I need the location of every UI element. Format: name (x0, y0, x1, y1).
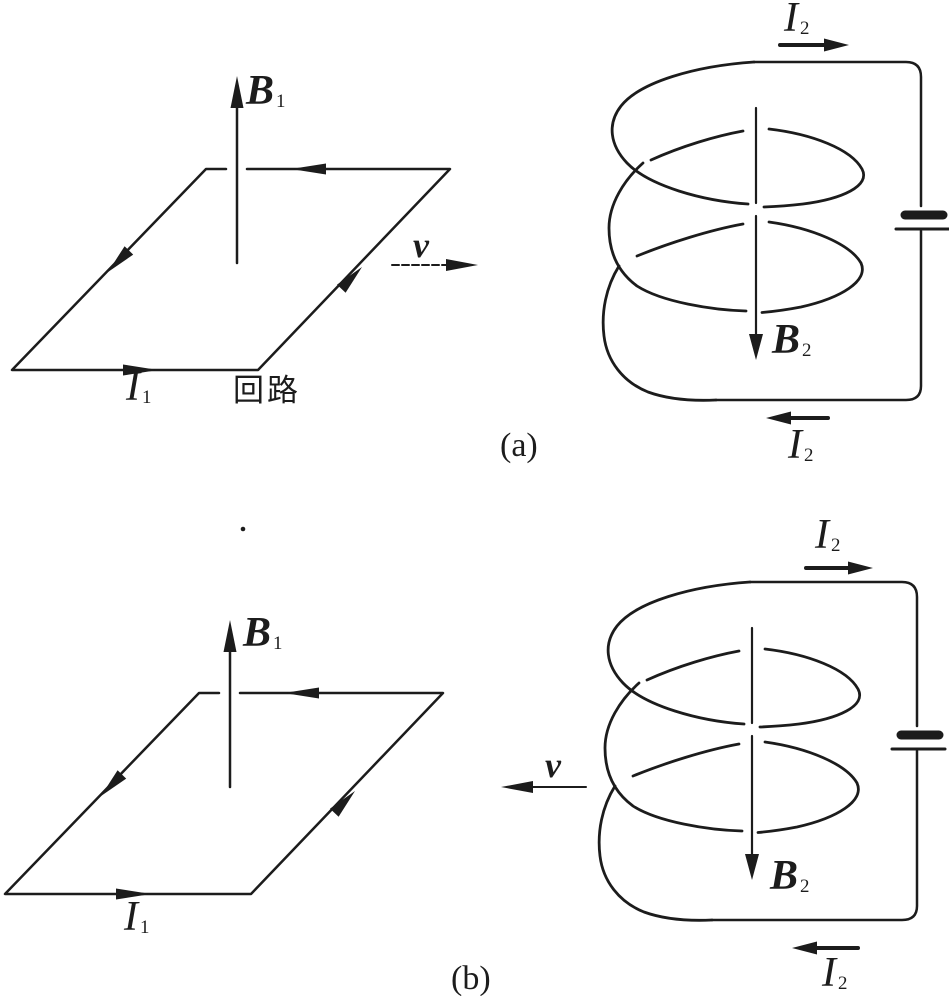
i1-base-a: I (126, 364, 140, 410)
velocity-label-a: v (413, 227, 431, 263)
b1-field-arrow-b (223, 620, 237, 789)
i2-top-base-a: I (784, 0, 798, 41)
i2-current-arrow-bottom-a (766, 411, 830, 425)
velocity-arrow-b (501, 781, 587, 793)
i2-bottom-base-a: I (788, 422, 802, 468)
i2-bottom-sub-b: 2 (838, 973, 848, 995)
velocity-arrow-a (391, 259, 478, 271)
b1-base-b: B (243, 610, 272, 656)
i1-base-b: I (124, 894, 138, 940)
b2-sub-b: 2 (800, 876, 810, 898)
b1-base-a: B (246, 68, 275, 114)
velocity-arrowhead-b (501, 781, 533, 793)
panel-caption-b: (b) (451, 960, 491, 996)
i2-bottom-head-a (766, 411, 791, 425)
panel-caption-a: (a) (500, 427, 538, 464)
i2-top-base-b: I (815, 512, 829, 558)
velocity-arrowhead-a (446, 259, 478, 271)
b1-arrowhead-b (223, 620, 237, 652)
i2-top-sub-b: 2 (831, 535, 841, 557)
i2-current-arrow-top-a (778, 38, 849, 52)
b1-field-arrow-a (230, 76, 244, 265)
loop-circuit-b (3, 686, 445, 901)
b1-sub-b: 1 (273, 633, 283, 655)
i2-top-head-a (824, 38, 849, 52)
i2-current-arrow-bottom-b (792, 941, 860, 955)
b2-base-b: B (770, 853, 799, 899)
v-base-a: v (413, 225, 429, 265)
i2-bottom-base-b: I (822, 950, 836, 996)
b1-sub-a: 1 (276, 91, 286, 113)
loop-circuit-a (10, 162, 452, 377)
i1-sub-b: 1 (140, 917, 150, 939)
i2-top-head-b (848, 561, 873, 575)
v-base-b: v (545, 745, 561, 785)
b2-base-a: B (772, 317, 801, 363)
i2-bottom-head-b (792, 941, 817, 955)
velocity-label-b: v (545, 747, 563, 783)
stray-dot (240, 526, 246, 532)
i2-current-arrow-top-b (804, 561, 873, 575)
i2-bottom-sub-a: 2 (804, 445, 814, 467)
i2-top-sub-a: 2 (800, 18, 810, 40)
b2-sub-a: 2 (802, 340, 812, 362)
loop-name-label: 回路 (233, 373, 301, 408)
i1-sub-a: 1 (142, 387, 152, 409)
b1-arrowhead-a (230, 76, 244, 108)
